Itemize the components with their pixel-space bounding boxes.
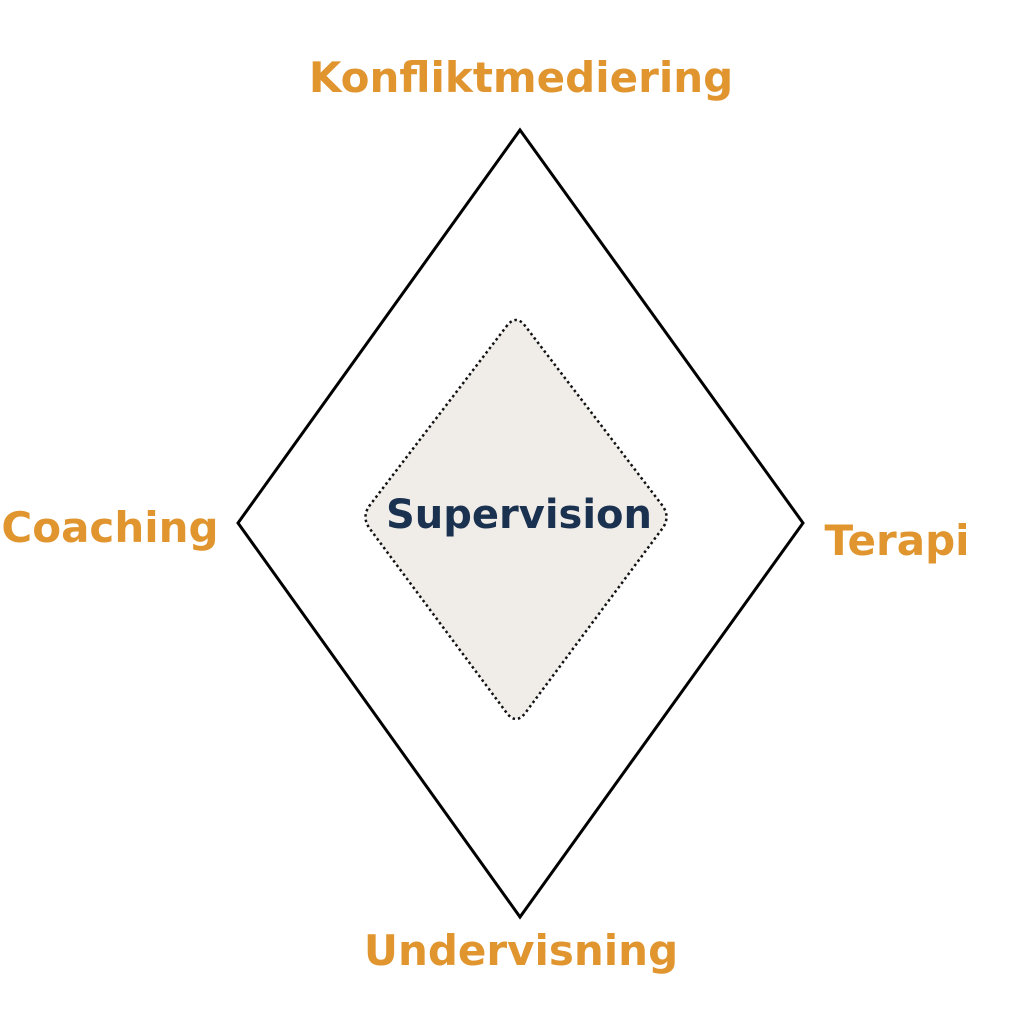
top-label: Konfliktmediering	[309, 53, 733, 102]
outer-diamond	[236, 127, 805, 920]
bottom-label: Undervisning	[364, 926, 678, 975]
inner-diamond	[364, 318, 668, 721]
center-label: Supervision	[386, 492, 652, 538]
left-label: Coaching	[1, 503, 218, 552]
right-label: Terapi	[824, 516, 969, 565]
